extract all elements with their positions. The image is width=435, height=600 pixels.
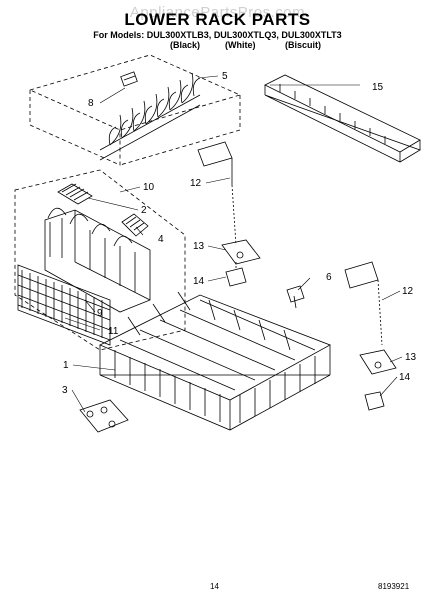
variant-biscuit: (Biscuit) — [285, 40, 321, 50]
part-2-lid — [57, 183, 93, 205]
part-14-clip-right — [364, 391, 385, 411]
part-3-wheel-assembly — [79, 399, 129, 433]
callout-5: 5 — [222, 71, 228, 82]
part-1-lower-rack — [99, 291, 331, 431]
part-12-bracket-center — [197, 141, 237, 246]
part-12-bracket-right — [344, 261, 383, 346]
callout-8: 8 — [88, 98, 94, 109]
part-11-grid-cover — [17, 264, 111, 346]
variant-white: (White) — [225, 40, 256, 50]
part-14-clip-center — [225, 262, 247, 287]
model-list: For Models: DUL300XTLB3, DUL300XTLQ3, DU… — [93, 30, 342, 40]
part-6-stop — [286, 285, 305, 309]
callout-13-right: 13 — [405, 352, 417, 363]
dashed-box-middle — [14, 169, 186, 351]
callout-13-center: 13 — [193, 241, 205, 252]
page-title: LOWER RACK PARTS — [124, 10, 311, 29]
callout-14-center: 14 — [193, 276, 205, 287]
watermark: AppliancePartsPros.com — [129, 4, 306, 21]
callout-6: 6 — [326, 272, 332, 283]
callout-12-right: 12 — [402, 286, 414, 297]
dashed-box-upper — [28, 54, 242, 131]
part-15-basket — [264, 74, 421, 163]
part-10-silverware-basket — [44, 207, 151, 313]
part-13-roller-right — [359, 349, 397, 375]
callout-15: 15 — [372, 82, 384, 93]
callout-1: 1 — [63, 360, 69, 371]
callout-11: 11 — [108, 326, 119, 337]
callout-3: 3 — [62, 385, 68, 396]
part-8-clip — [120, 71, 138, 87]
part-4-lid — [121, 213, 149, 237]
document-number: 8193921 — [378, 582, 410, 591]
callout-2: 2 — [141, 205, 147, 216]
variant-black: (Black) — [170, 40, 201, 50]
page-number: 14 — [210, 582, 219, 591]
part-13-roller-center — [221, 239, 261, 265]
callout-14-right: 14 — [399, 372, 411, 383]
part-5-comb-rack — [99, 72, 201, 161]
callout-12-center: 12 — [190, 178, 202, 189]
callout-4: 4 — [158, 234, 164, 245]
callout-9: 9 — [97, 308, 103, 319]
callout-10: 10 — [143, 182, 155, 193]
